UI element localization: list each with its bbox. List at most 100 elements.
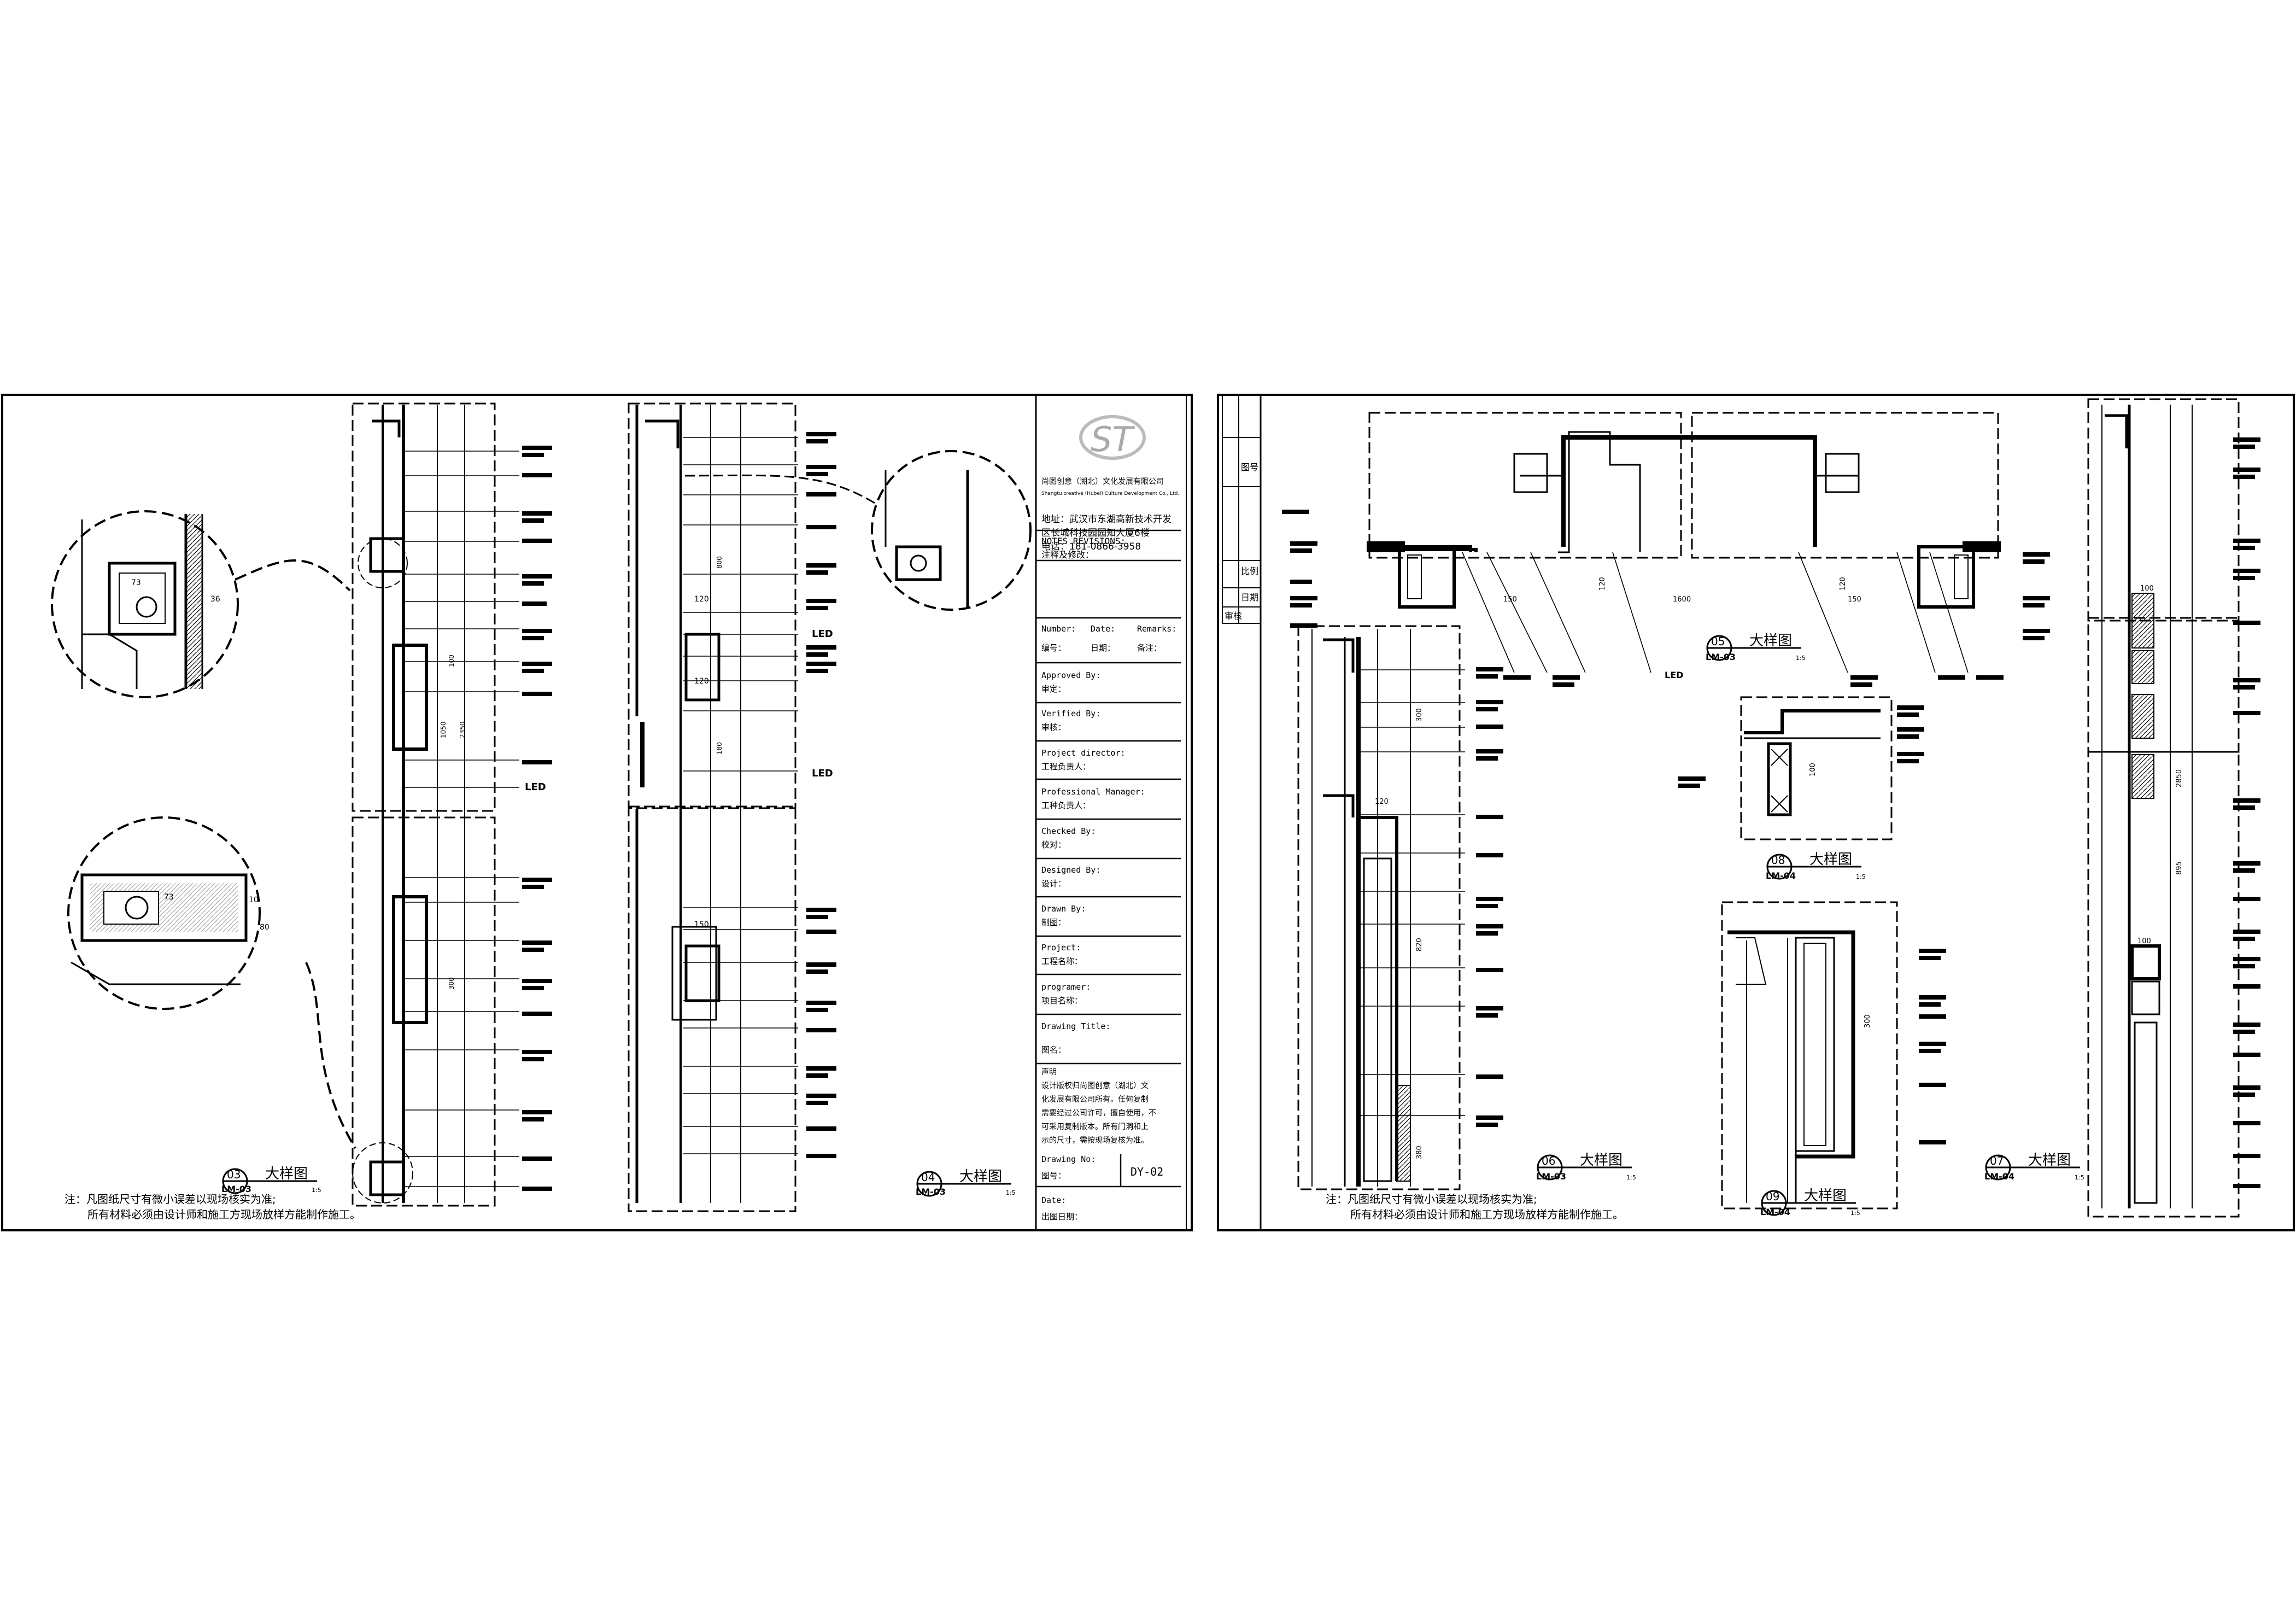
detail-callout-08: 08 LM-04 大样图 1:5 <box>1766 851 1866 881</box>
number-label: Number: <box>1041 624 1076 634</box>
field-drawn-cn: 制图： <box>1041 918 1066 927</box>
detail-title: 大样图 <box>1804 1188 1847 1204</box>
field-programer-cn: 项目名称： <box>1041 996 1082 1006</box>
side-label: 图号 <box>1241 462 1258 472</box>
company-name-en: Shangtu creative (Hubei) Culture Develop… <box>1041 491 1179 496</box>
field-drawing-title-cn: 图名： <box>1041 1045 1066 1055</box>
date-label-cn: 日期： <box>1091 643 1115 653</box>
dim-label: 380 <box>1415 1146 1424 1159</box>
detail-callout-03: 03 LM-03 大样图 1:5 <box>221 1166 321 1194</box>
dim-label: 120 <box>694 677 709 686</box>
detail-title: 大样图 <box>1749 633 1792 649</box>
notes-label: NOTES REVISIONS: <box>1041 536 1126 546</box>
company-logo: ST <box>1079 415 1146 460</box>
declaration-line-2: 化发展有限公司所有。任何复制 <box>1041 1095 1149 1104</box>
field-approved-cn: 审定： <box>1041 684 1066 694</box>
led-label: LED <box>525 781 546 793</box>
detail-callout-04: 04 LM-03 大样图 1:5 <box>916 1169 1016 1197</box>
field-designed-cn: 设计： <box>1041 879 1066 889</box>
field-drawing-title: Drawing Title: <box>1041 1021 1110 1031</box>
company-address-1: 地址：武汉市东湖高新技术开发 <box>1041 514 1172 525</box>
detail-09-section: 300 09 LM-04 大样图 1:5 <box>1721 901 1946 1217</box>
dim-label: 1600 <box>1673 595 1691 604</box>
led-label: LED <box>812 628 833 640</box>
zoom-detail-upper: 73 36 <box>51 510 351 698</box>
date-label: Date: <box>1091 624 1115 634</box>
dim-label: 150 <box>1503 595 1517 604</box>
dim-label: 73 <box>164 893 174 902</box>
number-label-cn: 编号： <box>1041 643 1066 653</box>
field-approved: Approved By: <box>1041 670 1100 680</box>
side-label: 审核 <box>1225 611 1242 621</box>
field-drawn: Drawn By: <box>1041 904 1086 914</box>
detail-ref: LM-03 <box>916 1187 946 1197</box>
detail-number: 05 <box>1711 635 1725 648</box>
detail-ref: LM-04 <box>1760 1207 1790 1217</box>
detail-number: 08 <box>1771 854 1785 867</box>
detail-ref: LM-03 <box>221 1184 251 1194</box>
dim-label: 100 <box>2140 585 2154 593</box>
detail-callout-07: 07 LM-04 大样图 1:5 <box>1984 1152 2084 1182</box>
dim-label: 1050 <box>440 721 447 738</box>
dim-label: 100 <box>448 655 455 667</box>
detail-number: 06 <box>1542 1154 1555 1167</box>
field-checked-cn: 校对： <box>1041 840 1066 850</box>
dim-label: 120 <box>694 595 709 604</box>
detail-scale: 1:5 <box>312 1187 321 1194</box>
field-manager: Professional Manager: <box>1041 787 1145 797</box>
field-project-director: Project director: <box>1041 748 1126 758</box>
detail-scale: 1:5 <box>2075 1174 2084 1181</box>
detail-ref: LM-03 <box>1536 1171 1566 1182</box>
led-label: LED <box>1665 670 1683 680</box>
detail-ref: LM-03 <box>1706 652 1736 662</box>
led-label: LED <box>812 768 833 779</box>
detail-scale: 1:5 <box>1850 1210 1860 1217</box>
right-notes: 注：凡图纸尺寸有微小误差以现场核实为准; 所有材料必须由设计师和施工方现场放样方… <box>1326 1193 1624 1221</box>
dim-label: 120 <box>1598 577 1607 591</box>
detail-number: 03 <box>227 1168 241 1181</box>
left-sheet: ST 尚图创意（湖北）文化发展有限公司 Shangtu creative (Hu… <box>1 394 1193 1231</box>
title-block-fields: Approved By: 审定： Verified By: 审核： Projec… <box>1041 670 1145 1055</box>
dim-label: 2850 <box>2175 769 2183 787</box>
dim-label: 300 <box>448 977 455 990</box>
dim-label: 36 <box>210 595 220 604</box>
remarks-label-cn: 备注： <box>1137 643 1162 653</box>
date-field-label: Date: <box>1041 1195 1066 1205</box>
dim-label: 100 <box>1809 763 1817 776</box>
dim-label: 150 <box>1848 595 1861 604</box>
detail-number: 04 <box>921 1171 935 1184</box>
side-strip: 图号 比例 日期 审核 <box>1222 395 1261 624</box>
left-sheet-border <box>1 394 1193 1231</box>
field-verified-cn: 审核： <box>1041 722 1066 732</box>
detail-06-section: 120 300 820 380 <box>1297 625 1636 1190</box>
dim-label: 120 <box>1375 798 1389 806</box>
field-manager-cn: 工种负责人： <box>1041 801 1091 810</box>
declaration-line-3: 需要经过公司许可，擅自使用，不 <box>1041 1108 1156 1118</box>
detail-scale: 1:5 <box>1796 655 1806 662</box>
remarks-label: Remarks: <box>1137 624 1176 634</box>
left-notes: 注：凡图纸尺寸有微小误差以现场核实为准; 所有材料必须由设计师和施工方现场放样方… <box>65 1193 361 1221</box>
dim-label: 80 <box>260 923 270 932</box>
drawing-number: DY-02 <box>1131 1165 1163 1178</box>
declaration-line-1: 设计版权归尚图创意（湖北）文 <box>1041 1081 1149 1090</box>
company-name: 尚图创意（湖北）文化发展有限公司 <box>1041 477 1164 486</box>
detail-ref: LM-04 <box>1766 871 1796 881</box>
drawing-no-label-cn: 图号： <box>1041 1171 1066 1181</box>
declaration-line-4: 可采用复制版本。所有门洞和上 <box>1041 1122 1149 1131</box>
notes-label-cn: 注释及修改： <box>1041 550 1094 560</box>
dim-label: 800 <box>716 556 723 569</box>
dim-label: 73 <box>131 579 141 587</box>
detail-callout-09: 09 LM-04 大样图 1:5 <box>1760 1188 1860 1217</box>
detail-scale: 1:5 <box>1006 1189 1016 1196</box>
side-label: 日期 <box>1241 592 1258 603</box>
side-label: 比例 <box>1241 566 1258 576</box>
detail-05-plan: 150 1600 150 120 120 LED 05 <box>1282 412 2050 687</box>
dim-label: 300 <box>1864 1014 1872 1028</box>
note-line-1: 注：凡图纸尺寸有微小误差以现场核实为准; <box>65 1193 276 1206</box>
field-checked: Checked By: <box>1041 826 1096 836</box>
detail-scale: 1:5 <box>1626 1174 1636 1181</box>
declaration-title: 声明 <box>1041 1068 1057 1077</box>
field-programer: programer: <box>1041 982 1091 992</box>
field-project: Project: <box>1041 943 1081 953</box>
